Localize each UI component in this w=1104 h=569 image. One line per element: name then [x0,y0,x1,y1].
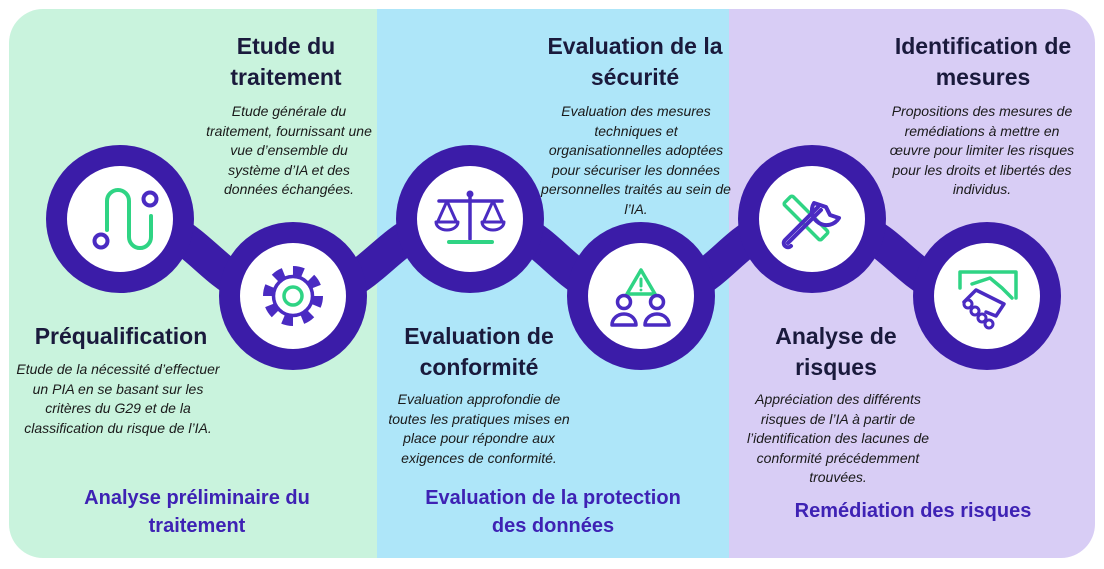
step-desc-prequalification: Etude de la nécessité d’effectuer un PIA… [16,361,220,436]
step-title-securite: Evaluation de la sécurité [547,33,723,90]
step-title-identification-mesures: Identification de mesures [894,33,1072,90]
step-desc-etude-traitement: Etude générale du traitement, fournissan… [206,103,372,197]
phase-label-remediation: Remédiation des risques [794,500,1032,522]
phase-label-evaluation: Evaluation de la protection des données [425,487,681,537]
step-desc-securite: Evaluation des mesures techniques et org… [541,103,731,217]
people-warning-icon [610,268,671,327]
tools-icon [781,194,841,250]
step-desc-analyse-risques: Appréciation des différents risques de l… [746,391,930,485]
step-title-etude-traitement: Etude du traitement [230,33,342,90]
step-title-analyse-risques: Analyse de risques [775,323,897,380]
phase-label-analyse: Analyse préliminaire du traitement [84,487,310,537]
scales-icon [434,190,506,244]
step-circle-4 [588,243,694,349]
step-desc-conformite: Evaluation approfondie de toutes les pra… [388,391,570,466]
step-title-conformite: Evaluation de conformité [404,323,554,380]
step-title-prequalification: Préqualification [34,323,208,349]
handshake-icon [958,270,1018,330]
step-desc-identification-mesures: Propositions des mesures de remédiations… [889,103,1075,197]
step-circle-1 [67,166,173,272]
route-icon [92,188,159,250]
step-circle-2 [240,243,346,349]
gear-icon [263,266,323,326]
